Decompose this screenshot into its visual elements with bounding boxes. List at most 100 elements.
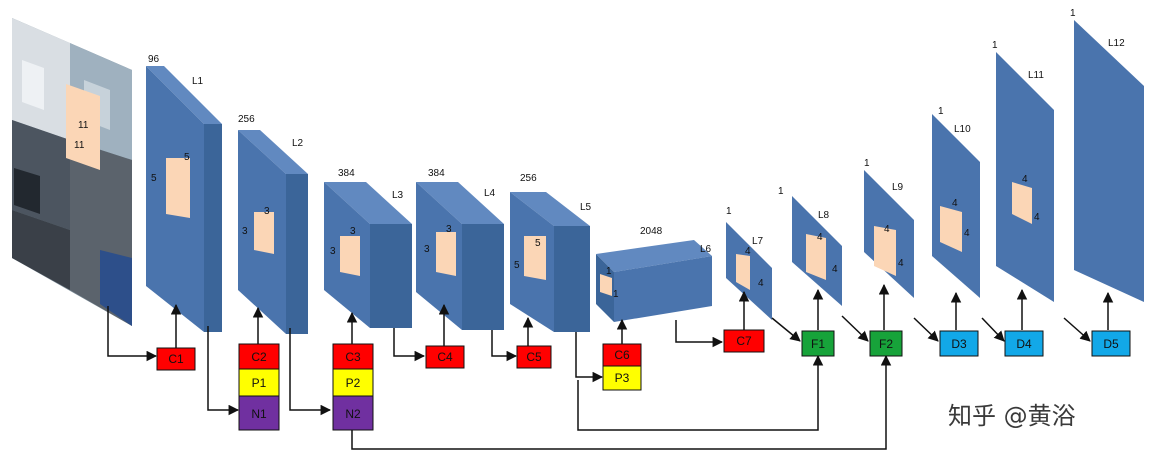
channels-L7: 1 xyxy=(726,206,732,217)
kernel-patch-L3 xyxy=(340,236,360,276)
svg-text:D4: D4 xyxy=(1016,337,1032,351)
kernel-size-L4-b: 3 xyxy=(446,224,452,235)
op-P2: P2 xyxy=(346,376,361,390)
svg-text:C5: C5 xyxy=(526,350,542,364)
op-C2: C2 xyxy=(251,350,267,364)
channels-L12: 1 xyxy=(1070,8,1076,19)
kernel-size-L7-b: 4 xyxy=(758,278,764,289)
op-D5: D5 xyxy=(1091,330,1131,357)
input-kernel-label-a: 11 xyxy=(78,120,89,131)
kernel-size-L6-a: 1 xyxy=(606,266,612,277)
channels-L3: 384 xyxy=(338,168,355,179)
kernel-patch-L4 xyxy=(436,232,456,276)
kernel-size-L1-b: 5 xyxy=(184,152,190,163)
layer-L3: 3 3 384 L3 xyxy=(324,168,412,328)
svg-text:C7: C7 xyxy=(736,334,752,348)
kernel-size-L11-b: 4 xyxy=(1034,212,1040,223)
kernel-size-L1-a: 5 xyxy=(151,173,157,184)
layer-label-L4: L4 xyxy=(484,188,496,199)
op-N2: N2 xyxy=(345,407,361,421)
layer-label-L7: L7 xyxy=(752,236,764,247)
channels-L11: 1 xyxy=(992,40,998,51)
kernel-patch-L2 xyxy=(254,212,274,254)
layer-L9: 4 4 1 L9 xyxy=(864,158,914,298)
kernel-patch-L6 xyxy=(600,274,612,296)
svg-text:F2: F2 xyxy=(879,337,893,351)
input-kernel-label-b: 11 xyxy=(74,140,85,151)
channels-L10: 1 xyxy=(938,106,944,117)
watermark: 知乎 @黄浴 xyxy=(948,402,1076,430)
layer-L12: 1 L12 xyxy=(1070,8,1144,302)
channels-L5: 256 xyxy=(520,173,537,184)
layer-L2: 3 3 256 L2 xyxy=(238,114,308,334)
kernel-size-L11-a: 4 xyxy=(1022,174,1028,185)
channels-L9: 1 xyxy=(864,158,870,169)
channels-L4: 384 xyxy=(428,168,445,179)
op-C1: C1 xyxy=(156,347,196,371)
kernel-size-L10-a: 4 xyxy=(952,198,958,209)
op-P1: P1 xyxy=(252,376,267,390)
op-D3: D3 xyxy=(939,330,979,357)
svg-text:D5: D5 xyxy=(1103,337,1119,351)
op-D4: D4 xyxy=(1004,330,1044,357)
layer-label-L11: L11 xyxy=(1028,70,1044,81)
kernel-patch-L7 xyxy=(736,254,750,290)
layer-label-L6: L6 xyxy=(700,244,712,255)
svg-text:F1: F1 xyxy=(811,337,825,351)
kernel-size-L3-b: 3 xyxy=(350,226,356,237)
layer-label-L5: L5 xyxy=(580,202,592,213)
op-C4: C4 xyxy=(425,345,465,369)
layer-label-L9: L9 xyxy=(892,182,904,193)
channels-L8: 1 xyxy=(778,186,784,197)
layer-label-L3: L3 xyxy=(392,190,404,201)
kernel-size-L2-b: 3 xyxy=(264,206,270,217)
layer-label-L8: L8 xyxy=(818,210,830,221)
input-image: 11 11 xyxy=(12,18,132,326)
kernel-patch-L5 xyxy=(524,236,546,280)
op-C7: C7 xyxy=(723,329,765,353)
layer-label-L2: L2 xyxy=(292,138,304,149)
op-stack-1: C2 P1 N1 xyxy=(238,343,280,431)
kernel-patch-L8 xyxy=(806,234,826,280)
channels-L6: 2048 xyxy=(640,226,663,237)
op-F1: F1 xyxy=(801,330,835,357)
layer-L6: 1 1 2048 L6 xyxy=(596,226,712,322)
kernel-size-L5-b: 5 xyxy=(535,238,541,249)
layer-L10: 4 4 1 L10 xyxy=(932,106,980,298)
kernel-size-L3-a: 3 xyxy=(330,246,336,257)
layer-L5: 5 5 256 L5 xyxy=(510,173,592,332)
op-C3: C3 xyxy=(345,350,361,364)
kernel-size-L6-b: 1 xyxy=(613,289,619,300)
input-kernel-patch xyxy=(66,84,100,170)
layer-label-L1: L1 xyxy=(192,76,204,87)
layer-label-L10: L10 xyxy=(954,124,971,135)
svg-text:C4: C4 xyxy=(437,350,453,364)
op-P3: P3 xyxy=(615,371,630,385)
op-C6: C6 xyxy=(614,348,630,362)
svg-text:C1: C1 xyxy=(168,352,184,366)
kernel-size-L4-a: 3 xyxy=(424,244,430,255)
layer-L7: 4 4 1 L7 xyxy=(726,206,772,320)
kernel-patch-L10 xyxy=(940,206,962,252)
layer-L8: 4 4 1 L8 xyxy=(778,186,842,306)
op-C5: C5 xyxy=(516,345,552,369)
op-N1: N1 xyxy=(251,407,267,421)
layer-label-L12: L12 xyxy=(1108,38,1125,49)
connectors xyxy=(107,283,1114,450)
kernel-size-L9-a: 4 xyxy=(884,224,890,235)
kernel-patch-L11 xyxy=(1012,182,1032,224)
kernel-patch-L1 xyxy=(166,158,190,218)
layer-L4: 3 3 384 L4 xyxy=(416,168,504,330)
kernel-size-L5-a: 5 xyxy=(514,260,520,271)
kernel-size-L7-a: 4 xyxy=(745,246,751,257)
kernel-size-L8-b: 4 xyxy=(832,264,838,275)
layer-L1: 5 5 96 L1 xyxy=(146,54,222,332)
op-stack-3: C6 P3 xyxy=(602,343,642,391)
op-F2: F2 xyxy=(869,330,903,357)
kernel-size-L9-b: 4 xyxy=(898,258,904,269)
svg-text:D3: D3 xyxy=(951,337,967,351)
kernel-patch-L9 xyxy=(874,226,896,276)
kernel-size-L8-a: 4 xyxy=(817,232,823,243)
channels-L1: 96 xyxy=(148,54,160,65)
